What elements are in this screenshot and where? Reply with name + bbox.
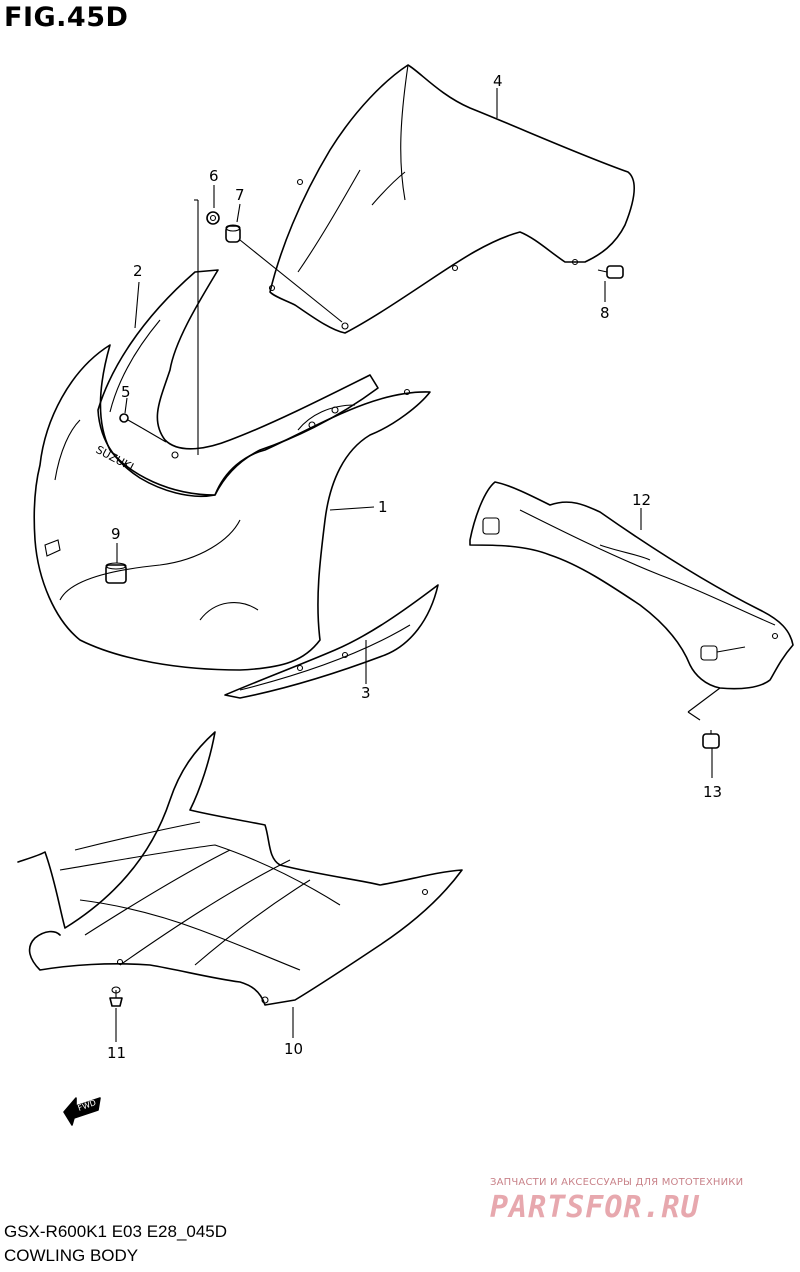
callout-2: 2 [133,262,143,280]
part-12-inner-panel[interactable] [469,481,794,690]
watermark-tagline: ЗАПЧАСТИ И АКСЕССУАРЫ ДЛЯ МОТОТЕХНИКИ [490,1177,744,1188]
callout-8: 8 [600,304,610,322]
fwd-arrow-icon: FWD [63,1097,101,1126]
callout-13: 13 [703,783,722,801]
part-2-upper-frame[interactable]: SUZUKI [94,269,379,498]
figure-title: FIG.45D [4,2,129,33]
part-11-rivet[interactable] [109,986,123,1007]
callout-1: 1 [378,498,388,516]
callout-4: 4 [493,72,503,90]
callout-12: 12 [632,491,651,509]
callout-11: 11 [107,1044,126,1062]
callout-7: 7 [235,186,245,204]
model-code: GSX-R600K1 E03 E28_045D [4,1222,228,1241]
part-10-under-cowling[interactable] [17,731,463,1006]
callout-9: 9 [111,525,121,543]
part-3-side-stripe[interactable] [224,584,439,699]
part-13-screw[interactable] [702,730,720,749]
callout-5: 5 [121,383,131,401]
figure-name: COWLING BODY [4,1246,139,1265]
part-8-screw[interactable] [597,265,624,279]
callout-3: 3 [361,684,371,702]
leader-lines [115,88,721,1042]
part-5-screw[interactable] [119,413,143,429]
callout-labels: 1 2 3 4 5 6 7 8 9 10 11 12 13 [107,72,722,1062]
part-7-bolt[interactable] [225,224,241,243]
watermark-logo: PARTSFOR.RU [490,1190,700,1225]
part-9-grommet[interactable] [105,562,127,584]
part-4-windscreen[interactable] [268,64,635,334]
part-6-nut[interactable] [206,211,220,225]
part-1-cowling-body[interactable] [33,344,431,671]
callout-10: 10 [284,1040,303,1058]
callout-6: 6 [209,167,219,185]
